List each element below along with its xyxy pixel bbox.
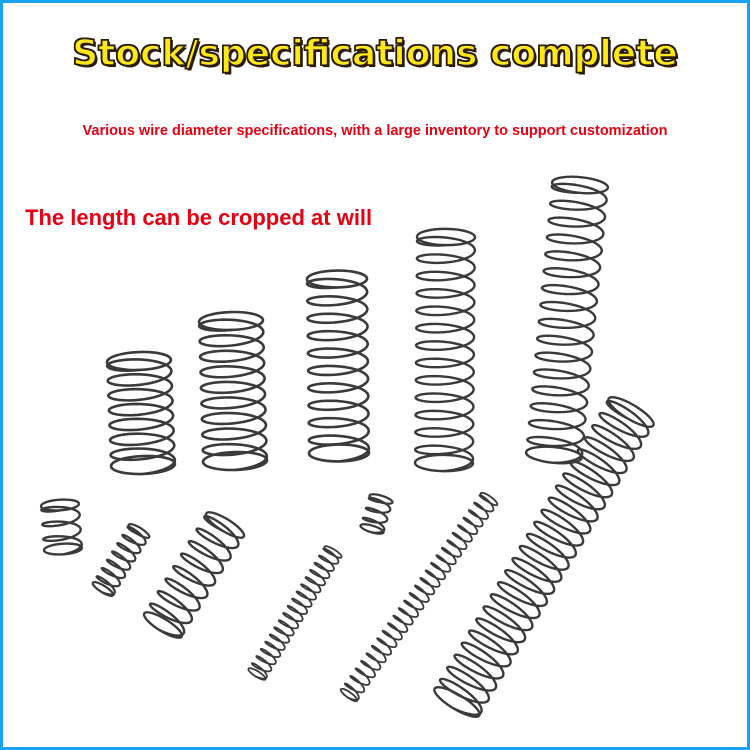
spring-coil — [197, 318, 269, 472]
length-note: The length can be cropped at will — [25, 205, 373, 230]
spring-end-ring — [413, 453, 475, 473]
spring-coil — [438, 399, 650, 716]
spring-end-ring — [307, 443, 371, 463]
spring-end-ring — [305, 269, 369, 289]
spring-end-ring — [39, 498, 81, 512]
spring-end-ring — [142, 611, 184, 639]
spring-end-ring — [607, 396, 655, 428]
spring-medium-large — [197, 310, 269, 472]
spring-end-ring — [201, 450, 269, 472]
spring-end-ring — [91, 580, 115, 598]
spring-end-ring — [42, 542, 84, 556]
spring-taller-large — [413, 227, 477, 473]
spring-coil — [250, 547, 340, 680]
spring-long-large-angled — [433, 396, 655, 718]
spring-end-ring — [433, 686, 481, 718]
spring-end-ring — [550, 175, 610, 195]
spring-tiny — [39, 498, 84, 556]
spring-short-large — [105, 350, 177, 476]
spring-end-ring — [197, 310, 265, 332]
spring-end-ring — [109, 454, 177, 476]
spring-end-ring — [127, 522, 151, 540]
spring-tallest-large — [524, 175, 610, 465]
spring-tall-large — [305, 269, 371, 463]
spring-end-ring — [247, 667, 267, 681]
spring-end-ring — [204, 511, 246, 539]
spring-coil — [40, 505, 83, 556]
spring-end-ring — [368, 493, 394, 505]
spring-coil — [148, 514, 240, 637]
spring-end-ring — [479, 491, 499, 507]
spring-long-fine-angled — [339, 491, 499, 703]
spring-tiny-center — [359, 493, 394, 535]
spring-coil — [105, 358, 177, 476]
spring-end-ring — [105, 350, 173, 372]
spring-coil — [526, 182, 608, 464]
headline: Stock/specifications complete — [71, 32, 678, 75]
spring-end-ring — [415, 227, 477, 247]
spring-coil — [413, 235, 477, 473]
subline: Various wire diameter specifications, wi… — [82, 123, 668, 139]
spring-coil — [343, 494, 495, 701]
spring-small-angled — [91, 522, 151, 598]
spring-end-ring — [339, 687, 359, 703]
spring-medium-angled — [142, 511, 246, 639]
spring-coil — [361, 496, 392, 534]
springs-illustration — [39, 175, 655, 718]
spring-fine-angled — [247, 545, 343, 681]
spring-coil — [95, 525, 147, 596]
spring-end-ring — [359, 523, 385, 535]
spring-end-ring — [323, 545, 343, 559]
spring-coil — [305, 277, 371, 463]
